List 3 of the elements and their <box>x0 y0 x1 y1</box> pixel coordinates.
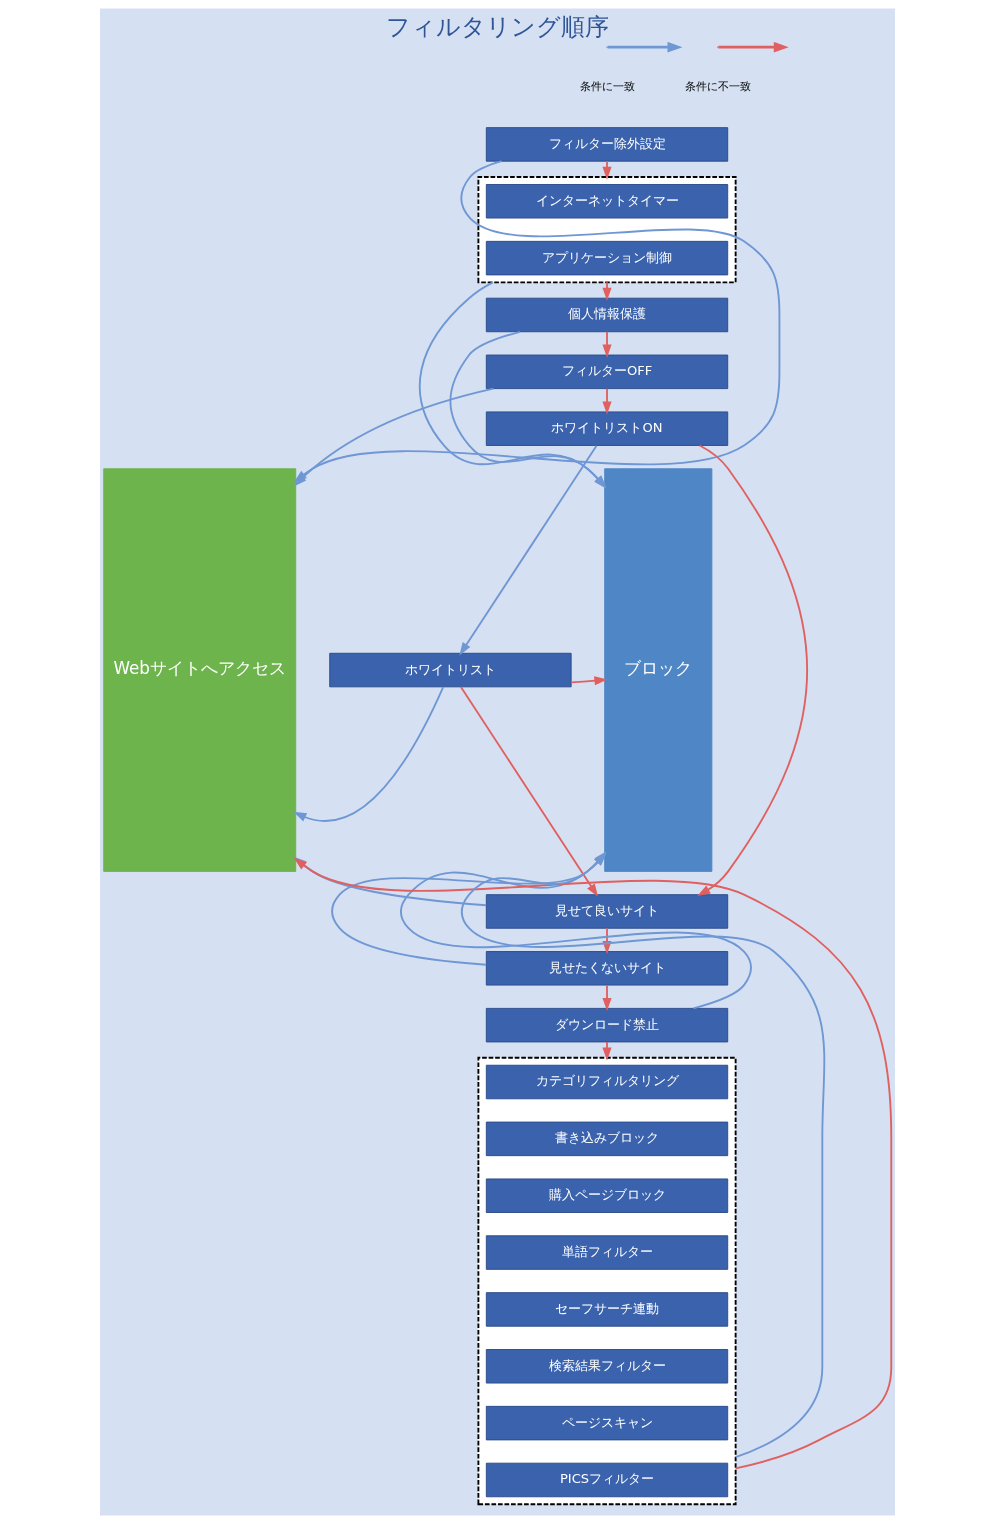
legend-label: 条件に一致 <box>579 80 635 94</box>
legend-label: 条件に不一致 <box>684 80 751 94</box>
diagram-title: フィルタリング順序 <box>386 13 609 42</box>
